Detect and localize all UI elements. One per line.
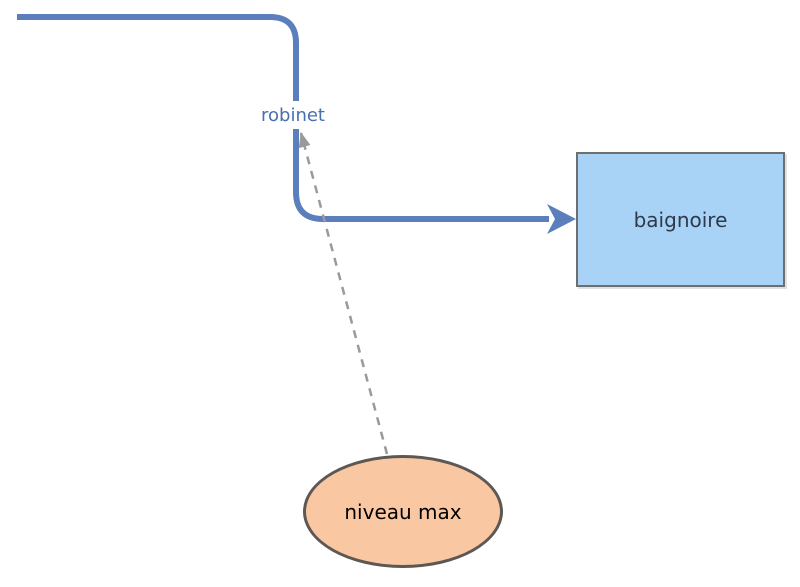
node-niveau-max[interactable]: niveau max <box>303 455 503 568</box>
node-robinet[interactable]: robinet <box>256 101 330 129</box>
node-baignoire[interactable]: baignoire <box>576 152 785 287</box>
node-niveau-max-label: niveau max <box>344 499 462 524</box>
node-robinet-label: robinet <box>261 104 325 126</box>
pipe-arrowhead-icon <box>547 204 576 234</box>
node-baignoire-label: baignoire <box>633 207 728 232</box>
